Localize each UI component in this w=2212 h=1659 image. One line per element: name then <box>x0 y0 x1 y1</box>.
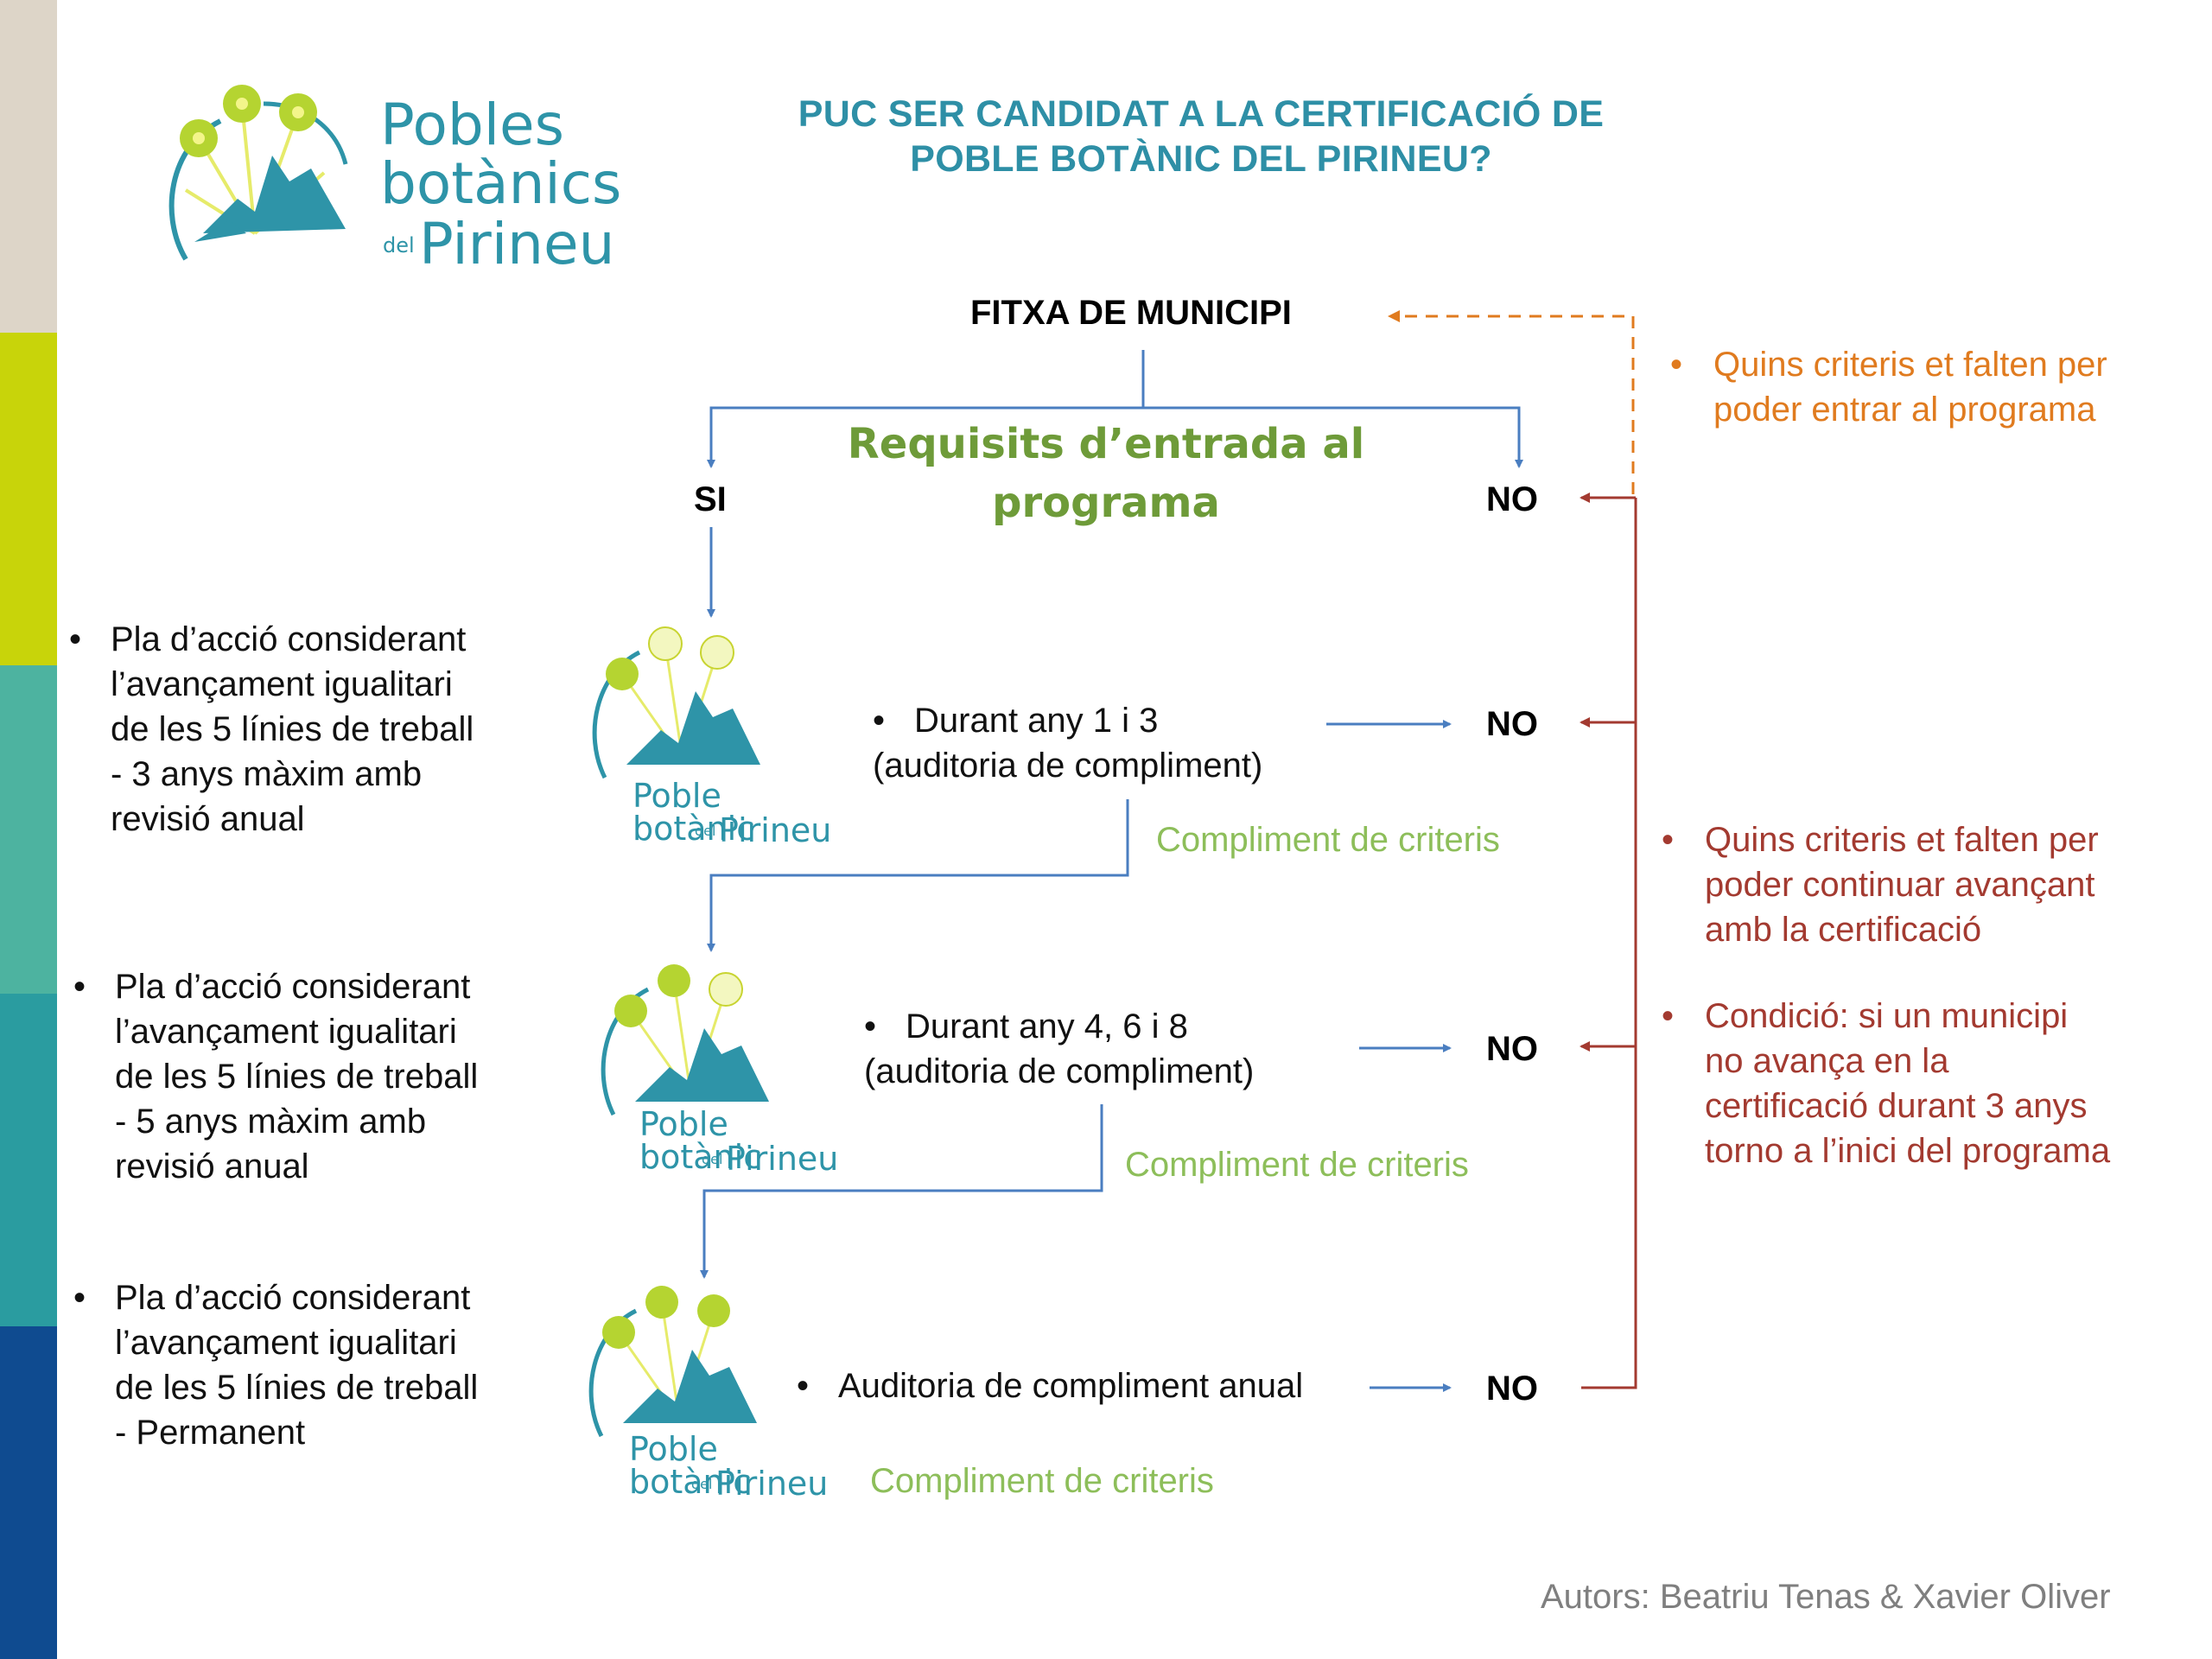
logo-line3: Pirineu <box>419 211 615 277</box>
no-label-stage-1: NO <box>1486 705 1538 743</box>
stripe-teal <box>0 665 57 994</box>
stage-2-audit: •Durant any 4, 6 i 8 (auditoria de compl… <box>864 1004 1254 1094</box>
logo-line1: Pobles <box>380 92 565 158</box>
stage-1-audit: •Durant any 1 i 3 (auditoria de complime… <box>873 698 1262 788</box>
badge-prefix: del <box>695 823 716 839</box>
stage-1-badge: Poble botànic del Pirineu <box>588 622 831 855</box>
plan-line: - 3 anys màxim amb <box>111 755 423 793</box>
stage-2-badge: Poble botànic del Pirineu <box>596 959 838 1192</box>
plan-line: - 5 anys màxim amb <box>115 1103 427 1141</box>
plan-line: revisió anual <box>115 1147 309 1185</box>
stage-1-criteria: Compliment de criteris <box>1156 821 1500 859</box>
audit-line: Durant any 4, 6 i 8 <box>906 1007 1188 1046</box>
page-title-line2: POBLE BOTÀNIC DEL PIRINEU? <box>910 138 1492 180</box>
flower-mountain-icon <box>168 85 348 261</box>
note-line: certificació durant 3 anys <box>1705 1087 2088 1125</box>
plan-line: de les 5 línies de treball <box>115 1058 479 1096</box>
requirements-line2: programa <box>992 479 1220 527</box>
audit-line: (auditoria de compliment) <box>873 747 1263 785</box>
audit-line: Durant any 1 i 3 <box>914 702 1159 740</box>
plan-line: de les 5 línies de treball <box>115 1369 479 1407</box>
note-line: poder continuar avançant <box>1705 866 2095 904</box>
badge-line2: Pirineu <box>715 1465 829 1503</box>
stage-2-criteria: Compliment de criteris <box>1125 1146 1469 1184</box>
plan-line: l’avançament igualitari <box>111 665 453 703</box>
poble-botanic-icon <box>592 626 760 779</box>
note-condition: •Condició: si un municipi no avança en l… <box>1662 994 2110 1173</box>
badge-line1: Poble botànic <box>629 1430 752 1501</box>
note-continue: •Quins criteris et falten per poder cont… <box>1662 817 2099 952</box>
no-label-entry: NO <box>1486 480 1538 518</box>
stage-3-badge: Poble botànic del Pirineu <box>584 1281 828 1514</box>
main-logo: Pobles botànics del Pirineu <box>160 69 621 276</box>
start-node: FITXA DE MUNICIPI <box>970 294 1292 332</box>
logo-line2: botànics <box>380 150 622 217</box>
stage-3-audit: •Auditoria de compliment anual <box>797 1363 1303 1408</box>
badge-line2: Pirineu <box>719 811 832 849</box>
note-line: amb la certificació <box>1705 911 1982 949</box>
note-entry: •Quins criteris et falten per poder entr… <box>1670 342 2107 432</box>
plan-line: l’avançament igualitari <box>115 1013 457 1051</box>
stripe-navy <box>0 1326 57 1659</box>
poble-botanic-icon <box>601 964 769 1116</box>
note-line: torno a l’inici del programa <box>1705 1132 2111 1170</box>
requirements-line1: Requisits d’entrada al <box>847 420 1365 468</box>
audit-line: (auditoria de compliment) <box>864 1052 1255 1090</box>
authors-credit: Autors: Beatriu Tenas & Xavier Oliver <box>1541 1578 2111 1616</box>
plan-line: de les 5 línies de treball <box>111 710 474 748</box>
stage-3-plan: •Pla d’acció considerant l’avançament ig… <box>73 1275 478 1455</box>
badge-line1: Poble botànic <box>632 777 755 848</box>
page-title-line1: PUC SER CANDIDAT A LA CERTIFICACIÓ DE <box>798 93 1605 135</box>
badge-line2: Pirineu <box>726 1140 839 1178</box>
stripe-beige <box>0 0 57 333</box>
audit-line: Auditoria de compliment anual <box>838 1367 1304 1405</box>
stage-2-plan: •Pla d’acció considerant l’avançament ig… <box>73 964 478 1189</box>
badge-prefix: del <box>691 1476 713 1492</box>
poble-botanic-icon <box>588 1286 757 1438</box>
note-line: no avança en la <box>1705 1042 1949 1080</box>
stripe-lime <box>0 333 57 665</box>
badge-prefix: del <box>702 1151 723 1167</box>
note-line: Quins criteris et falten per <box>1705 821 2099 859</box>
note-line: Condició: si un municipi <box>1705 997 2069 1035</box>
plan-line: Pla d’acció considerant <box>115 968 471 1006</box>
plan-line: - Permanent <box>115 1414 306 1452</box>
plan-line: Pla d’acció considerant <box>111 620 467 658</box>
plan-line: revisió anual <box>111 800 305 838</box>
note-line: poder entrar al programa <box>1713 391 2096 429</box>
yes-label: SI <box>694 480 727 518</box>
stripe-deep-teal <box>0 994 57 1326</box>
plan-line: l’avançament igualitari <box>115 1324 457 1362</box>
plan-line: Pla d’acció considerant <box>115 1279 471 1317</box>
badge-line1: Poble botànic <box>639 1105 762 1176</box>
no-label-stage-3: NO <box>1486 1370 1538 1408</box>
stage-3-criteria: Compliment de criteris <box>870 1462 1214 1500</box>
stage-1-plan: •Pla d’acció considerant l’avançament ig… <box>69 617 474 842</box>
no-label-stage-2: NO <box>1486 1030 1538 1068</box>
note-line: Quins criteris et falten per <box>1713 346 2107 384</box>
logo-prefix: del <box>383 233 415 257</box>
